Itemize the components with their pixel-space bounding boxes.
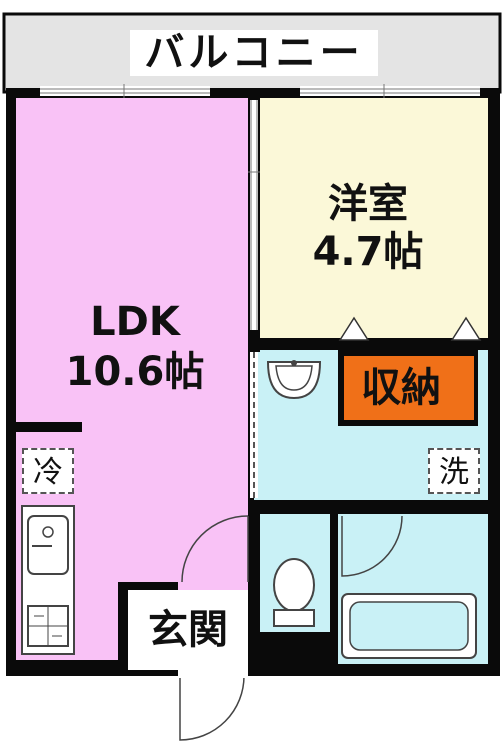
wall-wet-top [248,500,488,514]
wall-lower-right [248,632,338,676]
balcony-window-right [300,84,480,98]
balcony-window-left [40,84,210,98]
bath-door-swing [341,515,403,577]
bathtub [341,593,477,659]
closet-triangle-left [338,316,370,341]
wall-kitchen-entrance [118,584,128,672]
front-door-opening [178,670,248,678]
wall-entrance-top [118,582,178,590]
washer-space-label: 洗 [428,448,480,494]
entrance-label: 玄関 [136,606,240,654]
ldk-area-label: 10.6帖 [65,349,205,395]
closet-triangle-right [450,316,482,341]
ldk-floor [16,98,248,424]
front-door-swing [179,675,245,741]
toilet [273,558,315,627]
wall-ldk-kitchen [16,422,82,432]
balcony-label: バルコニー [130,30,378,76]
storage-floor [344,356,474,420]
western-room-name-label: 洋室 [328,181,408,227]
kitchen-counter [21,505,75,655]
western-room-area-label: 4.7帖 [312,229,424,275]
fridge-space-label: 冷 [22,448,74,494]
ldk-name-label: LDK [90,299,180,345]
wash-basin [266,360,322,400]
wall-wet-left [248,514,260,638]
western-floor [260,98,488,340]
wall-toilet-bath [330,514,338,664]
ldk-entrance-door-swing [181,515,249,583]
wall-western-bottom [260,338,488,350]
storage-label: 収納 [361,365,441,411]
